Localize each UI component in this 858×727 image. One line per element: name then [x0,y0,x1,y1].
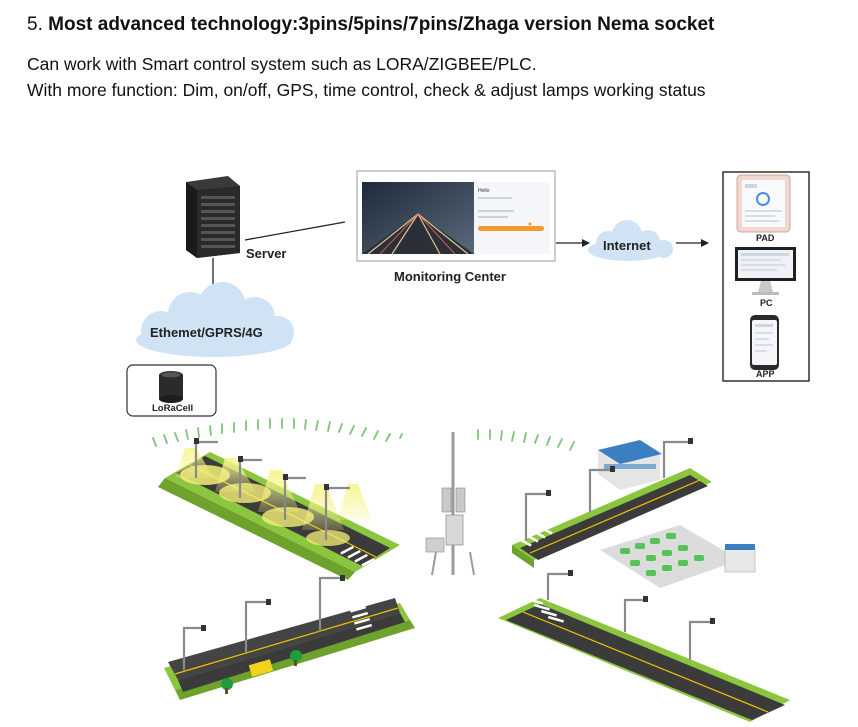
monitoring-center-label: Monitoring Center [394,269,506,284]
tablet-icon [736,174,791,233]
monitoring-screen-icon: Hello [356,170,556,262]
section-number: 5. [27,14,43,35]
server-icon [186,176,240,258]
signal-waves [152,418,575,451]
parking-lot [600,525,756,588]
section-title: Most advanced technology:3pins/5pins/7pi… [48,14,715,35]
network-label: Ethemet/GPRS/4G [150,325,263,340]
pc-label: PC [760,298,773,308]
internet-cloud-icon [588,220,673,261]
street-block-top-left [158,438,400,580]
street-block-bottom-right [498,570,790,722]
pc-monitor-icon [735,247,796,295]
description-line-2: With more function: Dim, on/off, GPS, ti… [27,80,706,100]
pad-label: PAD [756,233,775,243]
description-line-1: Can work with Smart control system such … [27,54,537,74]
network-cloud-icon [136,282,294,357]
loracell-device [126,364,217,417]
screen-greeting: Hello [478,188,490,194]
app-label: APP [756,369,775,379]
server-label: Server [246,246,287,261]
internet-label: Internet [603,238,651,253]
devices-panel [722,171,810,382]
section-heading: 5. Most advanced technology:3pins/5pins/… [27,14,714,36]
building-icon [598,440,662,490]
loracell-label: LoRaCell [152,403,194,414]
gateway-tower [425,432,475,576]
arrow-to-internet [582,239,590,247]
street-block-top-right [512,438,756,588]
phone-icon [750,315,779,370]
arrow-to-devices [701,239,709,247]
street-block-bottom-left [164,575,415,700]
